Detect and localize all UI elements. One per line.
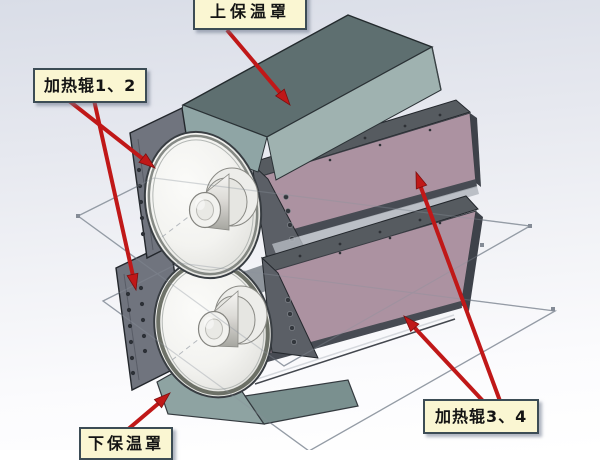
callout-lower-insulation-cover: 下保温罩 (79, 427, 174, 460)
heating-roller-2-disc (153, 257, 273, 399)
arrow-to-lower-cover (124, 392, 171, 433)
wireframe-overlay (76, 177, 557, 450)
arrow-to-roller-2 (92, 99, 139, 292)
roller-2-shaft (197, 285, 268, 348)
cad-3d-view (66, 14, 558, 450)
heating-roller-4-housing (251, 195, 483, 385)
wireframe-corner-dots (76, 214, 555, 311)
bolt-dots (298, 218, 442, 258)
bolt-holes (125, 285, 148, 376)
roller-1-shaft (188, 167, 259, 231)
callout-arrows (66, 28, 502, 433)
arrow-to-upper-cover (225, 28, 291, 106)
arrow-to-roller-3-housing (415, 170, 502, 402)
heating-roller-1-disc (143, 130, 263, 280)
arrow-to-roller-1 (66, 98, 156, 169)
callout-upper-insulation-cover: 上保温罩 (193, 0, 308, 30)
callout-heating-rollers-3-4: 加热辊3、4 (423, 399, 540, 434)
arrow-to-roller-4-housing (403, 315, 485, 403)
callout-heating-rollers-1-2: 加热辊1、2 (33, 68, 148, 103)
end-cap-bolt-holes (285, 297, 297, 345)
